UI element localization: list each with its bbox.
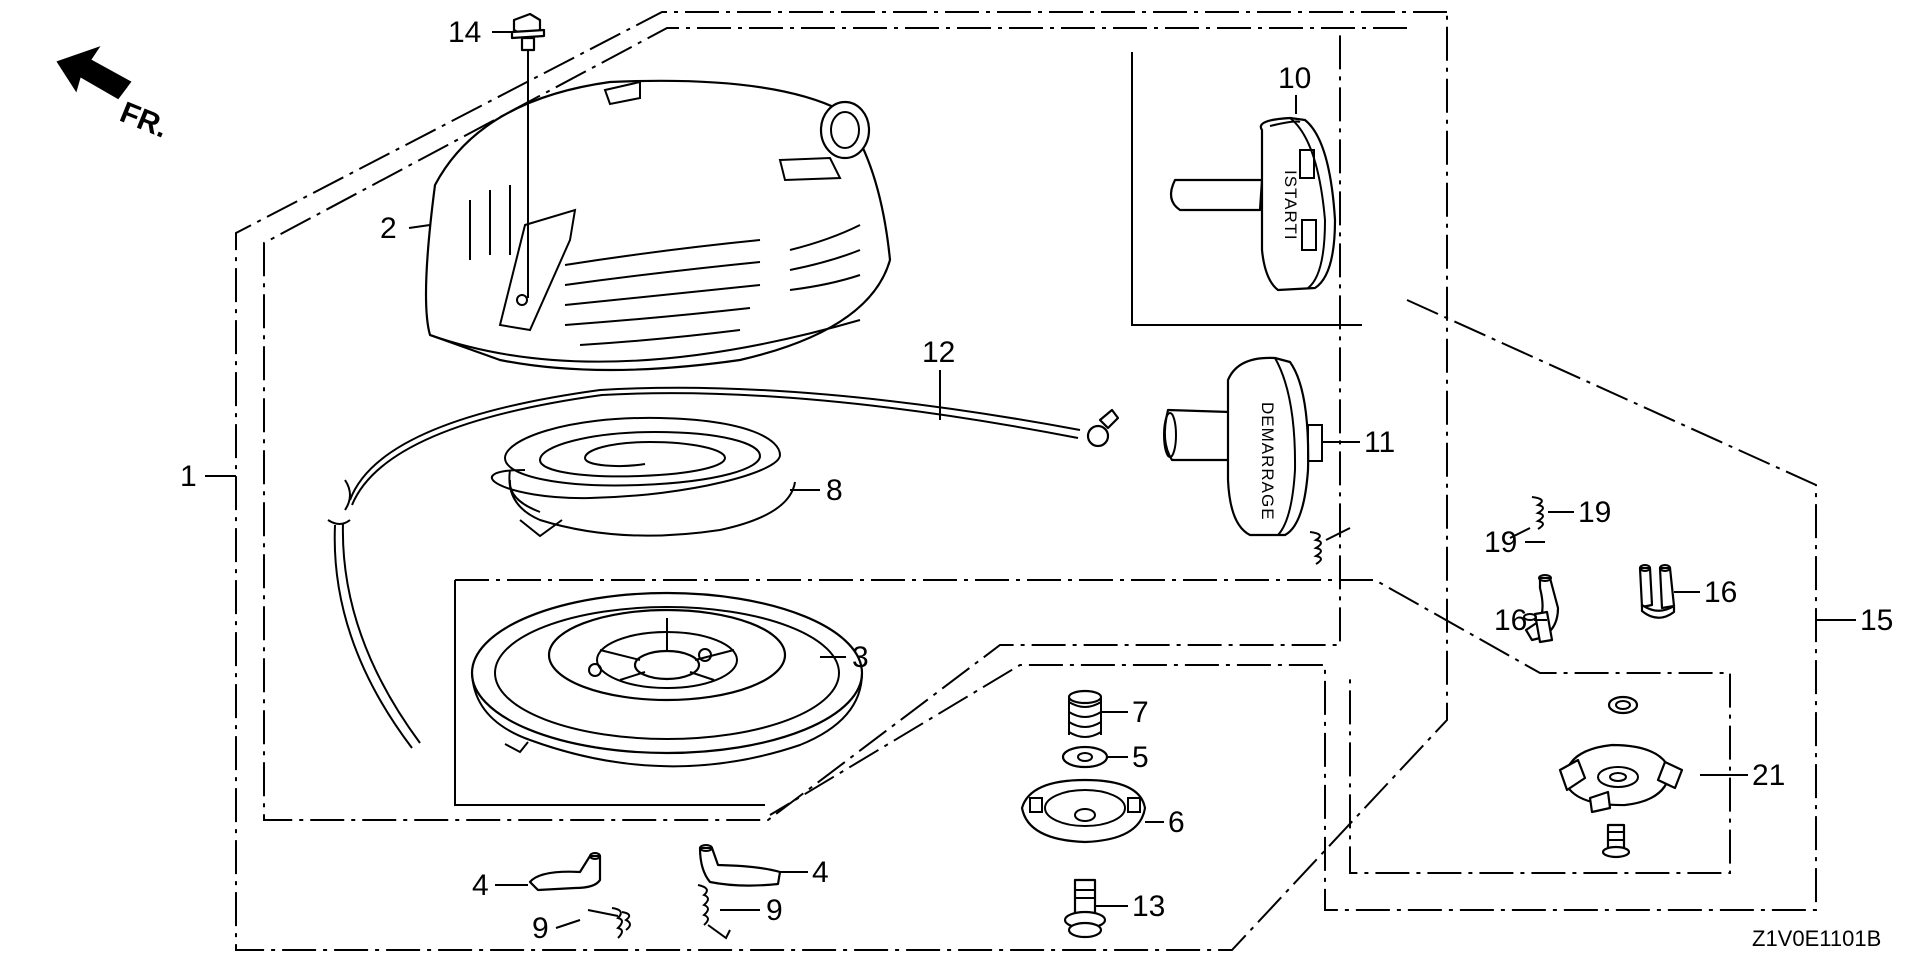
frame-assembly-15 [769, 299, 1817, 911]
callout-10: 10 [1278, 62, 1311, 95]
ratchet-bolt-13 [1063, 878, 1107, 939]
callout-4-left: 4 [472, 869, 489, 902]
frame-knob-10 [1131, 52, 1362, 326]
front-arrow-icon [56, 46, 132, 100]
recoil-pulley-3 [470, 591, 864, 768]
callout-16-right: 16 [1704, 576, 1737, 609]
flange-bolt-14 [510, 12, 546, 298]
ratchet-assembly-21 [1558, 695, 1684, 859]
knob-start-text: ISTARTI [1281, 170, 1300, 241]
callout-16-left: 16 [1494, 604, 1527, 637]
spring-19-right [1509, 496, 1544, 539]
callout-11: 11 [1364, 426, 1395, 459]
callout-9-right: 9 [766, 894, 783, 927]
callout-14: 14 [448, 16, 481, 49]
starter-rope [327, 386, 1120, 749]
callout-7: 7 [1132, 696, 1149, 729]
callout-19-left: 19 [1484, 526, 1517, 559]
frame-assembly-1-outer [235, 11, 1448, 951]
spring-19-left [1309, 527, 1351, 565]
front-direction-indicator: FR. [56, 46, 173, 145]
callout-12: 12 [922, 336, 955, 369]
rope-end-clip [1086, 424, 1110, 448]
callout-6: 6 [1168, 806, 1185, 839]
callout-13: 13 [1132, 890, 1165, 923]
ratchet-6 [1020, 778, 1147, 844]
callout-21: 21 [1752, 759, 1785, 792]
frame-pulley [455, 579, 1731, 874]
frame-assembly-1-inner [263, 27, 1407, 821]
pawl-16-left [1523, 574, 1560, 644]
starter-grip-10: ISTARTI [1169, 116, 1337, 292]
ratchet-spring-9-left [587, 907, 631, 939]
callout-19-right: 19 [1578, 496, 1611, 529]
ratchet-guide-4-right [698, 844, 782, 887]
frame-pulley-solid [454, 580, 765, 806]
front-label: FR. [115, 96, 172, 145]
callout-2: 2 [380, 212, 397, 245]
starter-case [424, 79, 892, 372]
ratchet-spring-7 [1067, 689, 1103, 738]
starter-grip-11: DEMARRAGE [1163, 356, 1323, 537]
pulley-spokes [599, 618, 735, 681]
callout-15: 15 [1860, 604, 1893, 637]
rope-guide-ring [819, 100, 871, 160]
ratchet-guide-4-left [528, 852, 602, 892]
callout-5: 5 [1132, 741, 1149, 774]
recoil-spring-8 [490, 416, 796, 538]
ratchet-spring-9-right [697, 884, 731, 940]
callout-8: 8 [826, 474, 843, 507]
pawl-16-right [1638, 564, 1676, 619]
leader-lines [205, 31, 1856, 929]
ratchet-washer-5 [1061, 745, 1109, 769]
callout-4-right: 4 [812, 856, 829, 889]
callout-1: 1 [180, 460, 197, 493]
callout-3: 3 [852, 641, 869, 674]
callout-numbers: 1 2 3 4 4 5 6 7 8 9 9 10 11 12 13 14 15 … [180, 16, 1893, 945]
knob-demarrage-text: DEMARRAGE [1258, 402, 1277, 521]
case-vent-slots [469, 185, 861, 346]
assembly-frames [235, 11, 1817, 951]
callout-9-left: 9 [532, 912, 549, 945]
diagram-code: Z1V0E1101B [1752, 926, 1881, 951]
